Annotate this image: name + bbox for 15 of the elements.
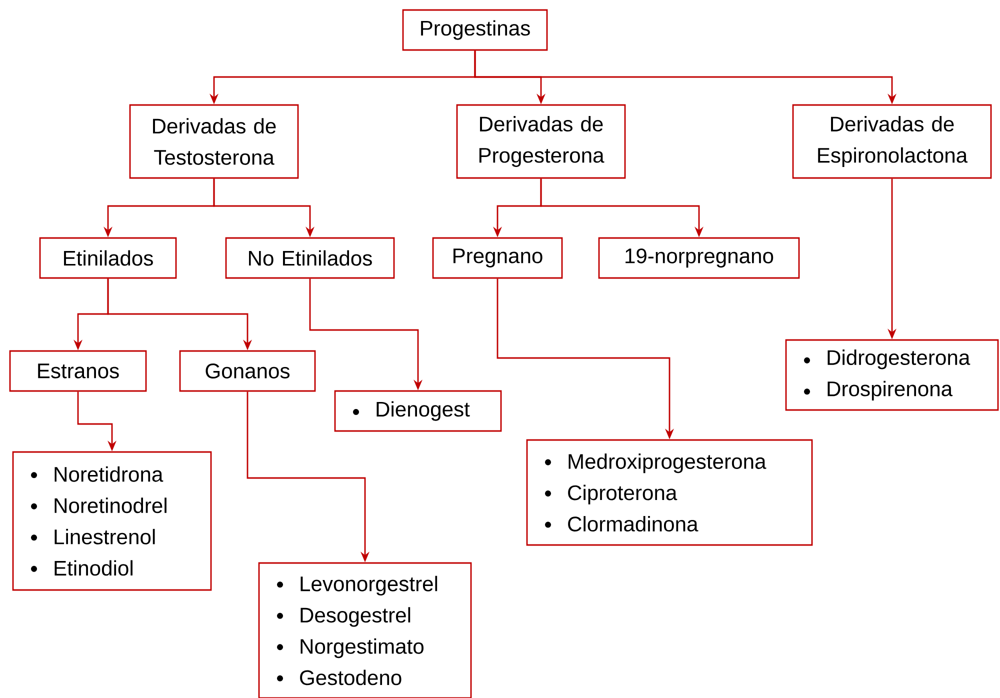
category-box: Progestinas [402, 9, 548, 51]
category-box: Etinilados [39, 237, 177, 279]
category-box: Gonanos [179, 350, 316, 392]
category-box: 19-norpregnano [598, 237, 800, 279]
list-box: Dienogest [334, 390, 502, 432]
category-box: Derivadas de Testosterona [129, 104, 299, 179]
list-box: Noretidrona Noretinodrel Linestrenol Etinodiol [12, 451, 212, 591]
list-box: Medroxiprogesterona Ciproterona Clormadinona [526, 439, 813, 546]
category-box: Derivadas de Progesterona [456, 104, 626, 179]
category-box: Estranos [9, 350, 147, 392]
category-box: Derivadas de Espironolactona [792, 104, 992, 179]
list-box: Didrogesterona Drospirenona [785, 339, 999, 411]
category-box: No Etinilados [225, 237, 395, 279]
category-box: Pregnano [432, 237, 563, 279]
list-box: Levonorgestrel Desogestrel Norgestimato Gestodeno [258, 562, 472, 698]
